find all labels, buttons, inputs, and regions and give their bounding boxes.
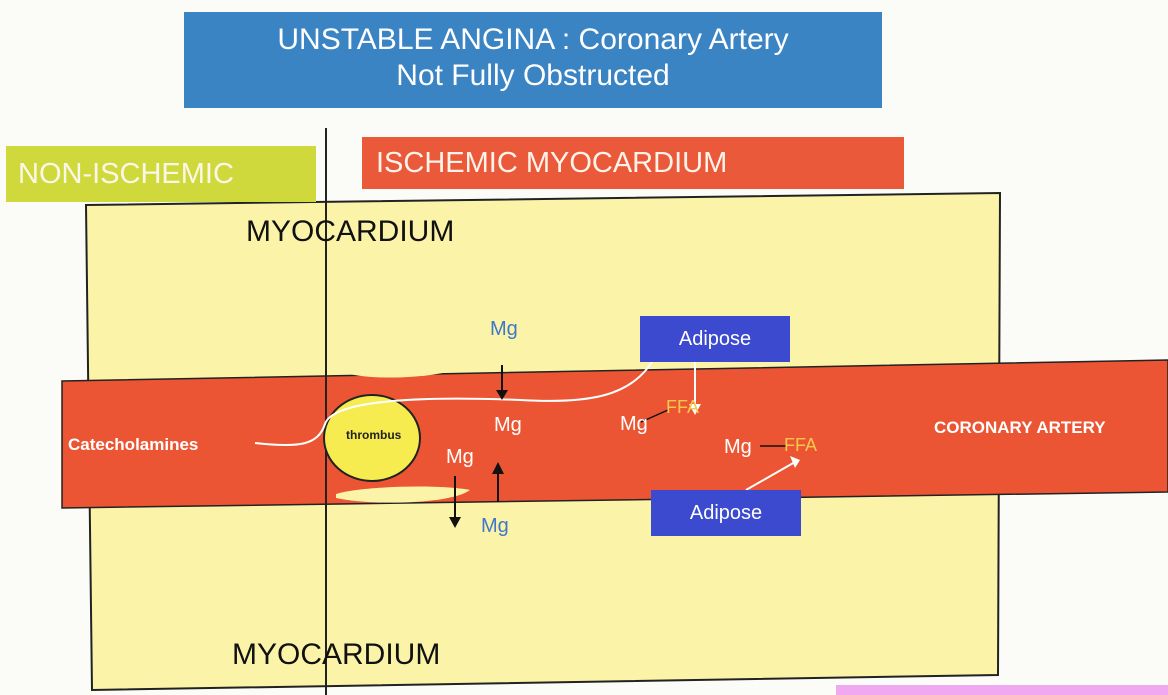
title-line-2: Not Fully Obstructed — [184, 58, 882, 94]
ffa-label-1: FFA — [666, 397, 699, 418]
thrombus-label: thrombus — [346, 428, 401, 442]
adipose-bottom-box: Adipose — [651, 490, 801, 536]
myocardium-bottom-label: MYOCARDIUM — [232, 638, 440, 672]
ischemic-myocardium-label: ISCHEMIC MYOCARDIUM — [362, 137, 904, 189]
title-line-1: UNSTABLE ANGINA : Coronary Artery — [184, 22, 882, 58]
mg-top-outside: Mg — [490, 318, 518, 341]
mg-center-inside: Mg — [494, 414, 522, 437]
pink-corner-fragment — [836, 685, 1168, 695]
myocardium-top-label: MYOCARDIUM — [246, 215, 454, 249]
catecholamines-label: Catecholamines — [68, 435, 198, 455]
mg-left-inside: Mg — [446, 446, 474, 469]
mg-ffa-pair-2-mg: Mg — [724, 436, 752, 459]
non-ischemic-label: NON-ISCHEMIC — [6, 146, 316, 202]
ffa-label-2: FFA — [784, 435, 817, 456]
adipose-top-box: Adipose — [640, 316, 790, 362]
mg-bottom-outside: Mg — [481, 515, 509, 538]
diagram-title: UNSTABLE ANGINA : Coronary Artery Not Fu… — [184, 12, 882, 108]
mg-ffa-pair-1-mg: Mg — [620, 413, 648, 436]
coronary-artery-label: CORONARY ARTERY — [934, 418, 1106, 438]
